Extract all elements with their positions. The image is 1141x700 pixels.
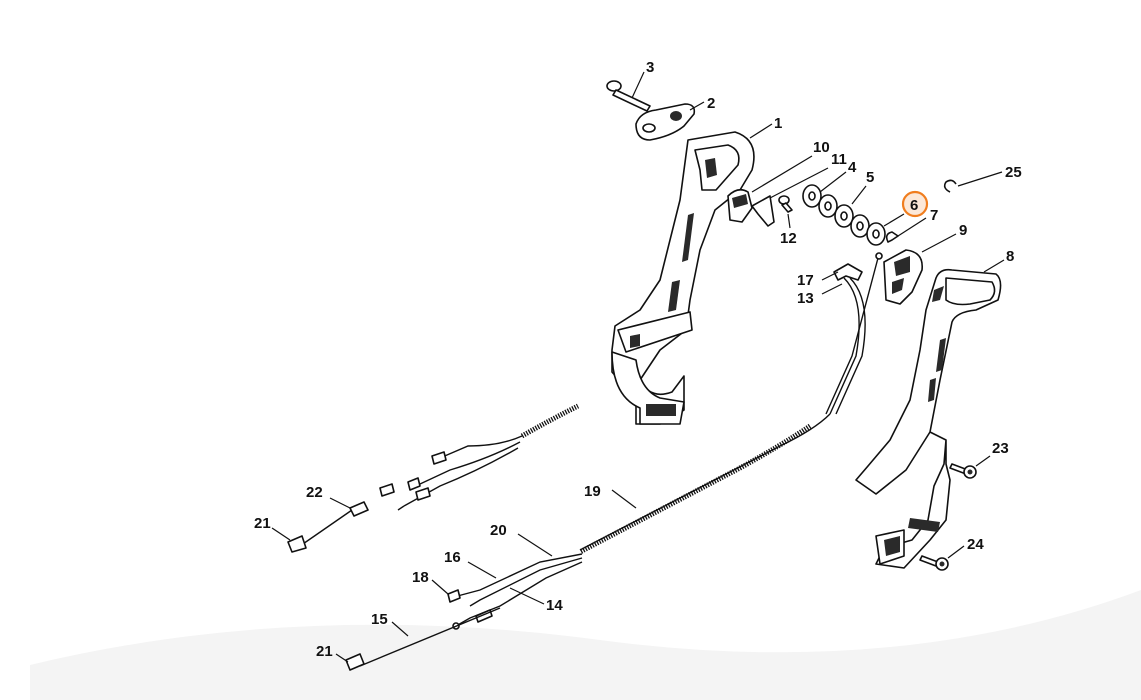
callout-15: 15	[371, 611, 388, 628]
callout-12: 12	[780, 230, 797, 247]
part-4-washer[interactable]	[802, 171, 847, 208]
callout-21-lower: 21	[316, 643, 333, 660]
part-6-washer[interactable]	[866, 213, 905, 246]
part-21-terminal-lower[interactable]	[335, 653, 349, 663]
callout-11: 11	[831, 151, 847, 168]
callout-22: 22	[306, 484, 323, 501]
callout-14: 14	[546, 597, 563, 614]
callout-23: 23	[992, 440, 1009, 457]
part-18-connector[interactable]	[431, 579, 461, 603]
callout-16: 16	[444, 549, 461, 566]
part-12-screw[interactable]	[778, 195, 793, 229]
part-13-cable[interactable]	[821, 257, 879, 415]
part-3-screw[interactable]	[606, 71, 651, 112]
part-25-ring[interactable]	[943, 171, 1003, 193]
callout-1: 1	[774, 115, 782, 132]
wire-harness-spring	[379, 403, 580, 511]
part-11-lever[interactable]	[751, 167, 829, 227]
part-24-screw[interactable]	[919, 545, 965, 571]
part-10-trigger[interactable]	[727, 155, 813, 223]
highlight-ring	[901, 190, 929, 218]
callout-5: 5	[866, 169, 874, 186]
callout-8: 8	[1006, 248, 1014, 265]
callout-3: 3	[646, 59, 654, 76]
callout-25: 25	[1005, 164, 1022, 181]
callout-9: 9	[959, 222, 967, 239]
part-21-terminal-upper[interactable]	[271, 509, 353, 553]
part-8-handle[interactable]	[855, 259, 1005, 569]
background-floor	[30, 590, 1141, 700]
part-16-wire[interactable]	[467, 561, 497, 579]
part-17-bracket[interactable]	[821, 263, 863, 281]
part-23-screw[interactable]	[949, 455, 991, 479]
callout-6: 6	[910, 197, 918, 214]
callout-21-upper: 21	[254, 515, 271, 532]
callout-17: 17	[797, 272, 814, 289]
part-20-cable-bundle[interactable]	[449, 533, 583, 627]
part-19-harness[interactable]	[578, 413, 831, 555]
callout-24: 24	[967, 536, 984, 553]
callout-18: 18	[412, 569, 429, 586]
part-9-switch[interactable]	[875, 233, 957, 305]
part-5-washer[interactable]	[818, 185, 870, 238]
callout-2: 2	[707, 95, 715, 112]
callout-20: 20	[490, 522, 507, 539]
callout-7: 7	[930, 207, 938, 224]
part-2-plate[interactable]	[635, 101, 705, 141]
callout-10: 10	[813, 139, 830, 156]
part-15-wire[interactable]	[345, 607, 501, 671]
part-22-connector[interactable]	[329, 497, 369, 517]
part-7-clip[interactable]	[885, 217, 927, 243]
part-1-handle[interactable]	[611, 123, 773, 425]
callout-13: 13	[797, 290, 814, 307]
callout-19: 19	[584, 483, 601, 500]
callout-4: 4	[848, 159, 857, 176]
